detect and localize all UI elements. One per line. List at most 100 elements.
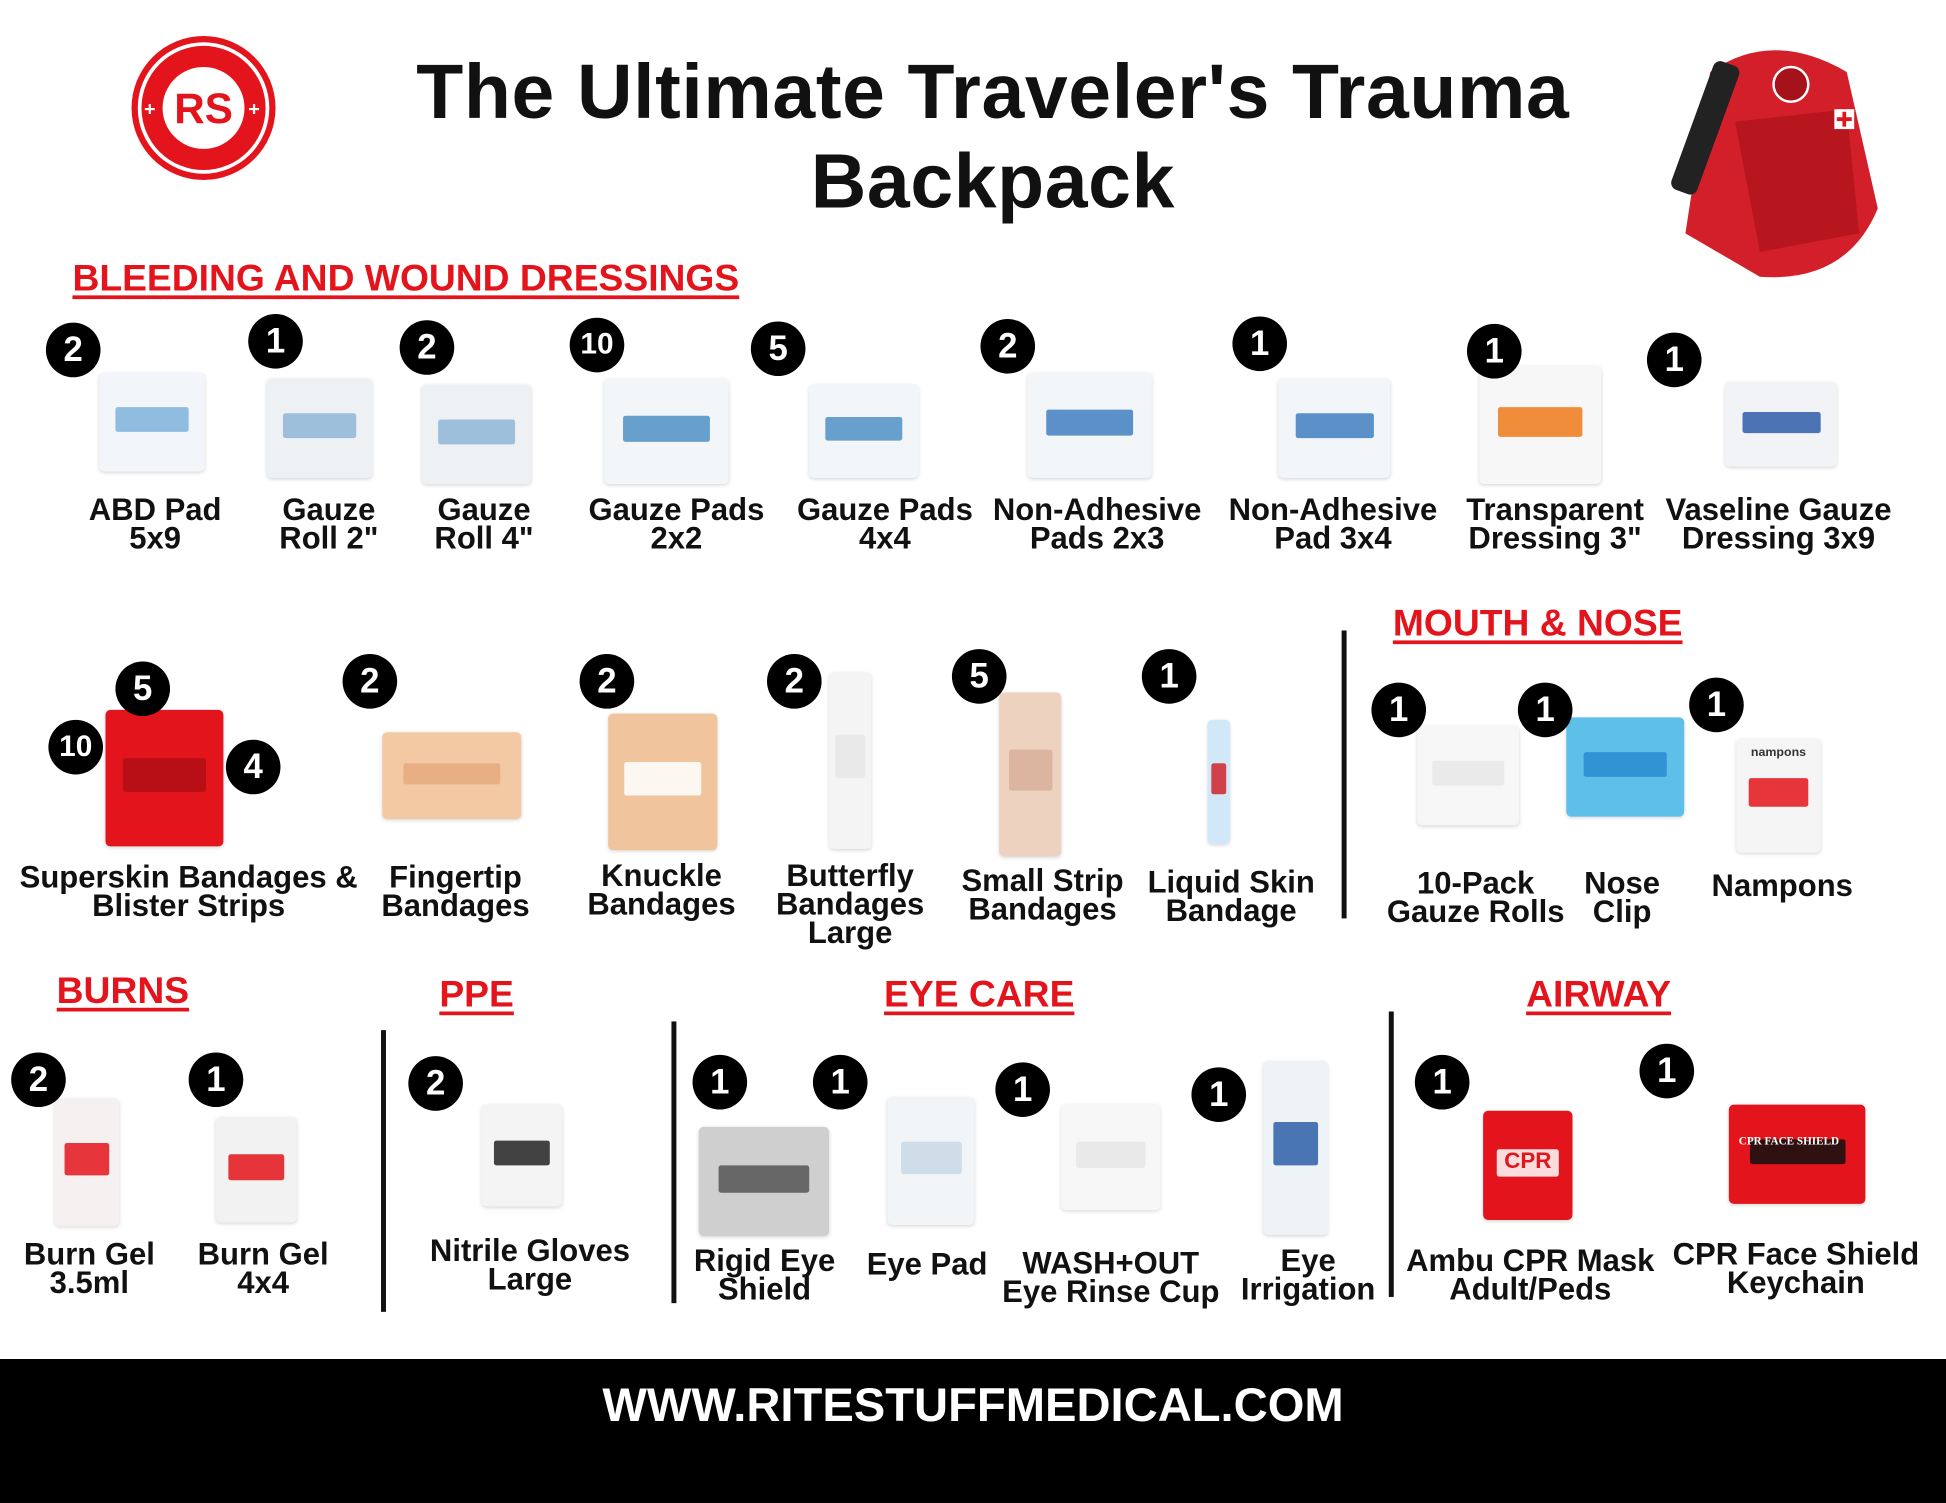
item-label-line: Non-Adhesive [1228, 492, 1438, 528]
eye-irrigation-image [1263, 1061, 1328, 1235]
quantity-badge: 2 [342, 654, 398, 709]
quantity-badge: 1 [1141, 649, 1197, 704]
burn-gel-3-5ml-image [54, 1098, 120, 1227]
product-detail [1748, 778, 1809, 807]
footer-bar [0, 1359, 1946, 1503]
product-detail [1497, 407, 1583, 437]
quantity-badge: 1 [692, 1054, 748, 1110]
quantity-badge: 1 [1232, 316, 1288, 372]
ambu-cpr-mask-image: CPR [1483, 1110, 1573, 1221]
product-detail [115, 407, 189, 432]
product-detail [438, 419, 515, 445]
website-url[interactable]: WWW.RITESTUFFMEDICAL.COM [602, 1380, 1344, 1433]
item-label-line: Superskin Bandages & [19, 860, 358, 895]
item-label-line: Gauze Rolls [1386, 894, 1565, 930]
item-label-line: Rigid Eye [693, 1243, 836, 1279]
quantity-badge: 1 [188, 1052, 244, 1108]
page-title: The Ultimate Traveler's Trauma [416, 49, 1570, 136]
svg-text:RS: RS [174, 85, 233, 132]
quantity-badge: 1 [1466, 323, 1522, 379]
quantity-badge: 4 [225, 739, 281, 795]
gauze-pads-2x2-image [604, 378, 729, 485]
item-label-line: Burn Gel [23, 1237, 155, 1273]
nitrile-gloves-image [481, 1104, 563, 1207]
item-label-line: 10-Pack [1417, 866, 1535, 902]
liquid-skin-bandage-image [1207, 719, 1230, 844]
product-detail [1583, 752, 1667, 777]
small-strip-bandages-image [999, 692, 1062, 857]
quantity-badge: 5 [951, 649, 1007, 704]
item-label-line: Dressing 3" [1468, 521, 1642, 557]
quantity-badge: 1 [248, 313, 303, 369]
item-label-line: Burn Gel [197, 1237, 329, 1273]
item-label-line: ABD Pad [88, 492, 222, 528]
divider [671, 1021, 677, 1304]
product-detail [403, 762, 501, 785]
item-label: Eye Pad [867, 1249, 988, 1280]
item-label-line: Nose [1584, 866, 1661, 902]
item-label-line: Blister Strips [92, 888, 286, 924]
non-adhesive-pads-2x3-image [1027, 372, 1152, 478]
product-detail [123, 757, 206, 792]
item-label-line: Bandages [587, 887, 736, 923]
product-detail [718, 1165, 810, 1193]
page-title-line2: Backpack [810, 139, 1176, 225]
item-label-line: Fingertip [389, 860, 522, 895]
quantity-badge: 10 [569, 317, 625, 373]
vaseline-gauze-image [1725, 382, 1837, 467]
item-label-line: Gauze [282, 492, 376, 528]
item-label-line: Non-Adhesive [992, 492, 1202, 528]
product-text: CPR [1504, 1148, 1552, 1173]
product-detail [64, 1143, 110, 1176]
item-label-line: Small Strip [961, 863, 1124, 899]
item-label-line: 4x4 [237, 1265, 289, 1301]
item-label-line: Shield [717, 1272, 812, 1307]
item-label-line: 4x4 [859, 521, 911, 557]
item-label-line: Clip [1592, 894, 1652, 930]
item-label-line: Bandage [1165, 893, 1297, 929]
quantity-badge: 10 [48, 719, 104, 775]
product-detail [282, 413, 357, 439]
product-detail [1008, 749, 1052, 791]
quantity-badge: 1 [1639, 1043, 1695, 1099]
transparent-dressing-image [1479, 366, 1602, 485]
product-detail [493, 1140, 551, 1166]
item-label-line: Nitrile Gloves [429, 1233, 630, 1269]
item-label-line: Transparent [1466, 492, 1644, 528]
knuckle-bandages-image [608, 713, 718, 851]
gauze-roll-4-image [421, 384, 532, 485]
section-heading-mouth-nose: MOUTH & NOSE [1392, 603, 1683, 645]
product-text: CPR FACE SHIELD [1738, 1134, 1840, 1147]
product-detail [1076, 1141, 1146, 1168]
item-label-line: Bandages [776, 887, 925, 923]
quantity-badge: 5 [115, 661, 171, 717]
quantity-badge: 5 [750, 321, 806, 377]
product-text: nampons [1750, 745, 1807, 760]
section-heading-ppe: PPE [439, 974, 514, 1016]
quantity-badge: 1 [1689, 677, 1744, 733]
quantity-badge: 1 [1371, 682, 1427, 738]
quantity-badge: 2 [11, 1052, 66, 1108]
eye-rinse-cup-image [1061, 1104, 1161, 1211]
abd-pad-image [99, 372, 205, 472]
product-detail [624, 761, 701, 796]
eye-pad-image [887, 1097, 975, 1225]
nose-clip-image [1566, 717, 1685, 817]
quantity-badge: 2 [579, 654, 635, 709]
quantity-badge: 1 [1414, 1054, 1470, 1110]
quantity-badge: 2 [399, 320, 455, 375]
item-label-line: Roll 4" [434, 521, 534, 557]
gauze-rolls-10-pack-image [1417, 726, 1520, 826]
item-label-line: Nampons [1711, 868, 1853, 904]
item-label-line: Ambu CPR Mask [1406, 1243, 1655, 1279]
